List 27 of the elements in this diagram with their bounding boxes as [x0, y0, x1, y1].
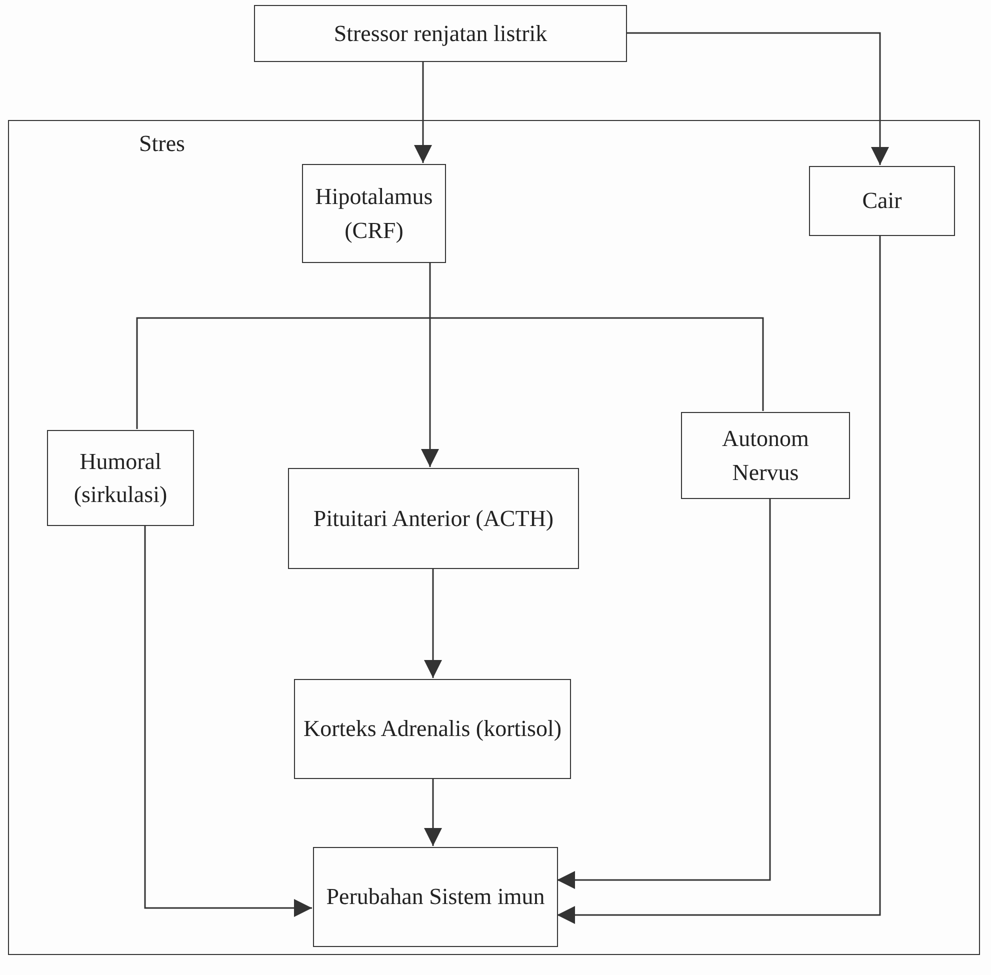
box-label: Autonom Nervus	[721, 425, 810, 486]
process-box	[809, 166, 955, 236]
process-box	[302, 164, 446, 263]
box-label: Hipotalamus (CRF)	[314, 183, 434, 245]
process-box	[313, 847, 558, 947]
box-label: Cair	[861, 187, 903, 216]
arrow	[424, 778, 442, 846]
process-box	[294, 679, 571, 779]
box-label: Humoral (sirkulasi)	[72, 448, 168, 509]
connector-line	[136, 317, 764, 429]
box-label: Pituitari Anterior (ACTH)	[312, 504, 555, 533]
arrow	[424, 568, 442, 678]
box-label: Korteks Adrenalis (kortisol)	[302, 715, 563, 744]
arrow	[557, 498, 771, 889]
arrow	[627, 32, 889, 165]
arrow	[144, 525, 312, 917]
region-label: Stres	[139, 130, 185, 158]
box-label: Perubahan Sistem imun	[325, 883, 546, 912]
process-box	[47, 430, 194, 526]
region-box	[8, 120, 980, 955]
process-box	[288, 468, 579, 569]
arrow	[557, 235, 881, 924]
arrow	[414, 62, 432, 163]
process-box	[254, 5, 627, 62]
box-label: Stressor renjatan listrik	[332, 20, 548, 48]
arrow	[421, 262, 439, 467]
process-box	[681, 412, 850, 499]
